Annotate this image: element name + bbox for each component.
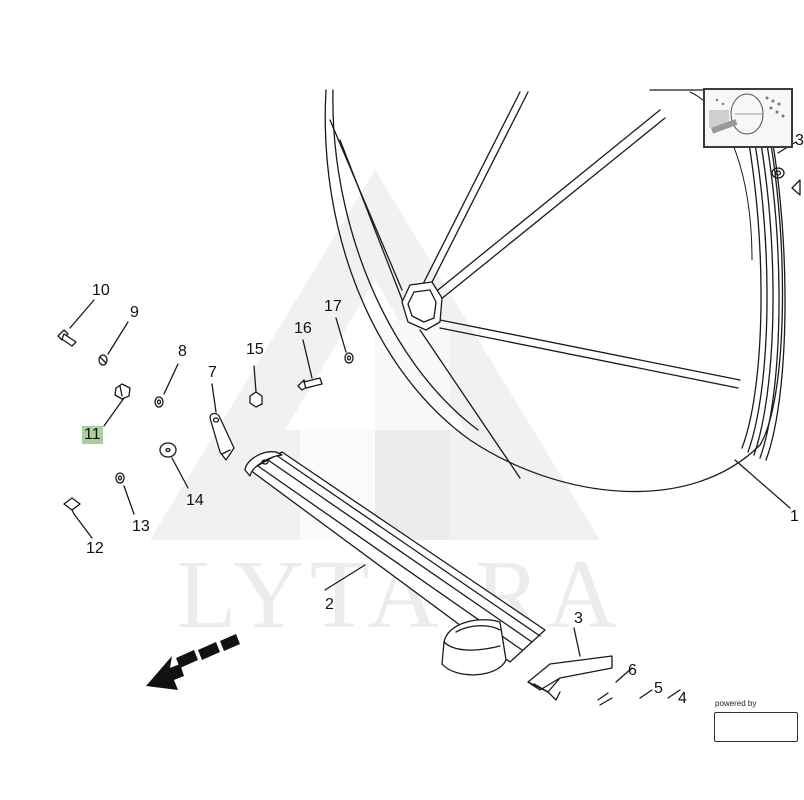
powered-by-badge[interactable]: powered by xyxy=(712,698,800,742)
callout-1[interactable]: 1 xyxy=(790,508,799,525)
callout-2[interactable]: 2 xyxy=(325,596,334,613)
callout-7[interactable]: 7 xyxy=(208,364,217,381)
callout-14[interactable]: 14 xyxy=(186,492,204,509)
callout-6[interactable]: 6 xyxy=(628,662,637,679)
callout-13[interactable]: 13 xyxy=(132,518,150,535)
callout-8[interactable]: 8 xyxy=(178,343,187,360)
part-7-bracket xyxy=(209,383,235,461)
part-3-bracket xyxy=(527,627,613,701)
part-2-rod xyxy=(244,451,546,676)
callout-12[interactable]: 12 xyxy=(86,540,104,557)
part-1-wheel xyxy=(324,89,791,509)
callout-16[interactable]: 16 xyxy=(294,320,312,337)
callout-3-cut[interactable]: 3 xyxy=(795,132,804,149)
thumbnail-drawing xyxy=(709,93,785,135)
callout-17[interactable]: 17 xyxy=(324,298,342,315)
callout-11[interactable]: 11 xyxy=(82,426,103,444)
powered-by-label: powered by xyxy=(715,699,757,708)
callout-10[interactable]: 10 xyxy=(92,282,110,299)
callout-3[interactable]: 3 xyxy=(574,610,583,627)
callout-5[interactable]: 5 xyxy=(654,680,663,697)
overview-thumbnail[interactable] xyxy=(703,88,793,148)
callout-4[interactable]: 4 xyxy=(678,690,687,707)
callout-9[interactable]: 9 xyxy=(130,304,139,321)
callout-15[interactable]: 15 xyxy=(246,341,264,358)
powered-by-logo-frame xyxy=(714,712,798,742)
